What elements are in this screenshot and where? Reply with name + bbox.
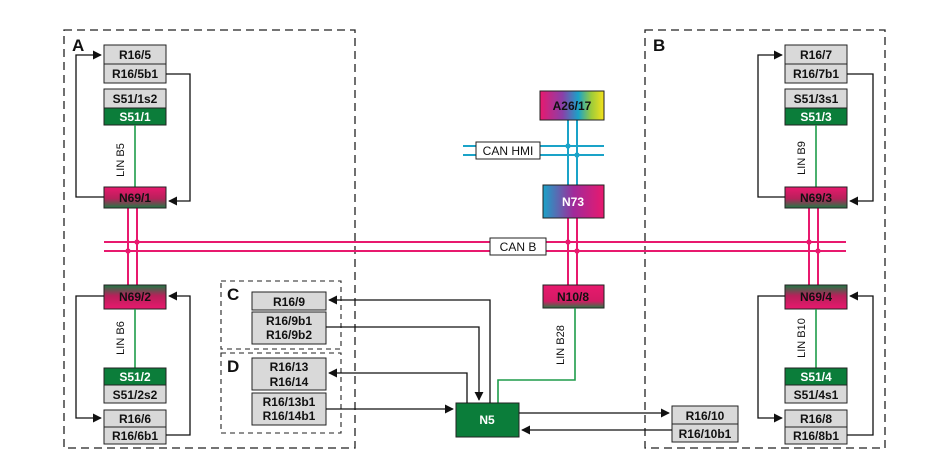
node-n69-1-label: N69/1 [119,191,151,205]
node-n69-3-label: N69/3 [800,191,832,205]
node-n73-label: N73 [562,195,584,209]
component-r16-5-label: R16/5 [119,48,151,62]
lin-b6-label: LIN B6 [115,321,127,355]
wire-n5-to-r16-9 [328,295,491,403]
can-b-label-box [489,237,547,256]
component-r16-10-label: R16/10 [686,409,725,423]
component-r16-8-label: R16/8 [800,412,832,426]
group-c-frame [220,280,342,350]
component-r16-13-label: R16/13 [270,360,309,374]
component-a26-17-label: A26/17 [553,99,592,113]
component-s51-3s1-label: S51/3s1 [794,92,839,106]
component-r16-13-14 [251,357,327,391]
can-hmi-label-box [475,141,541,160]
component-r16-9b [251,311,327,345]
wire-n5-to-r16-13 [328,368,468,403]
component-s51-1s2-label: S51/1s2 [113,92,158,106]
component-r16-8b1-label: R16/8b1 [793,429,839,443]
component-r16-9b2-label: R16/9b2 [266,328,312,342]
node-n69-2 [103,284,167,310]
component-r16-13b1-label: R16/13b1 [263,395,316,409]
wire-r16-9b-to-n5 [326,326,484,401]
component-r16-6b1-label: R16/6b1 [112,429,158,443]
wire-r16-5b1-to-n69-1 [166,73,191,206]
group-b-label: B [653,36,665,55]
node-n69-4-label: N69/4 [800,290,832,304]
wire-r16-8b1-to-n69-4 [847,291,874,436]
component-r16-7-label: R16/7 [800,48,832,62]
node-n69-2-label: N69/2 [119,290,151,304]
lin-b10-label: LIN B10 [796,318,808,358]
component-r16-7b1-label: R16/7b1 [793,67,839,81]
component-r16-6-label: R16/6 [119,412,151,426]
component-s51-4s1 [784,384,848,404]
group-a-label: A [72,36,84,55]
component-r16-10b1 [671,423,739,443]
component-r16-13b1-14b1 [251,392,327,426]
node-n10-8 [542,284,605,309]
component-s51-3-label: S51/3 [800,110,832,124]
component-a26-17 [539,90,605,121]
wire-n69-4-to-r16-8 [757,295,785,423]
lin-b28-label: LIN B28 [555,325,567,365]
wire-n69-1-to-r16-5 [75,50,104,198]
node-n10-8-label: N10/8 [557,290,589,304]
component-s51-1-label: S51/1 [119,110,151,124]
component-s51-4-label: S51/4 [800,370,832,384]
component-s51-2s2-label: S51/2s2 [113,388,158,402]
can-b-label: CAN B [500,240,537,254]
lin-b9-label: LIN B9 [796,141,808,175]
group-d-frame [220,352,342,434]
group-d-label: D [227,357,239,376]
wire-r16-7b1-to-n69-3 [847,73,874,206]
node-n5 [455,402,520,438]
group-b-frame [644,29,886,449]
component-s51-2-label: S51/2 [119,370,151,384]
component-r16-9-label: R16/9 [273,295,305,309]
component-r16-5b1-label: R16/5b1 [112,67,158,81]
component-r16-14-label: R16/14 [270,375,309,389]
component-r16-9 [251,291,327,311]
node-n73 [542,184,605,219]
component-r16-14b1-label: R16/14b1 [263,409,316,423]
can-hmi-label: CAN HMI [483,144,534,158]
wire-r16-6b1-to-n69-2 [166,291,191,436]
node-n5-label: N5 [479,413,495,427]
can-b-bus [104,207,846,285]
lin-b28-line [497,308,576,403]
wire-n69-2-to-r16-6 [75,295,104,423]
component-s51-2s2 [103,384,167,404]
group-c-label: C [227,285,239,304]
component-s51-4s1-label: S51/4s1 [794,388,839,402]
component-r16-9b1-label: R16/9b1 [266,314,312,328]
lin-b5-label: LIN B5 [115,143,127,177]
wire-n69-3-to-r16-7 [757,50,785,198]
component-r16-10b1-label: R16/10b1 [679,427,732,441]
group-a-frame [63,29,356,449]
